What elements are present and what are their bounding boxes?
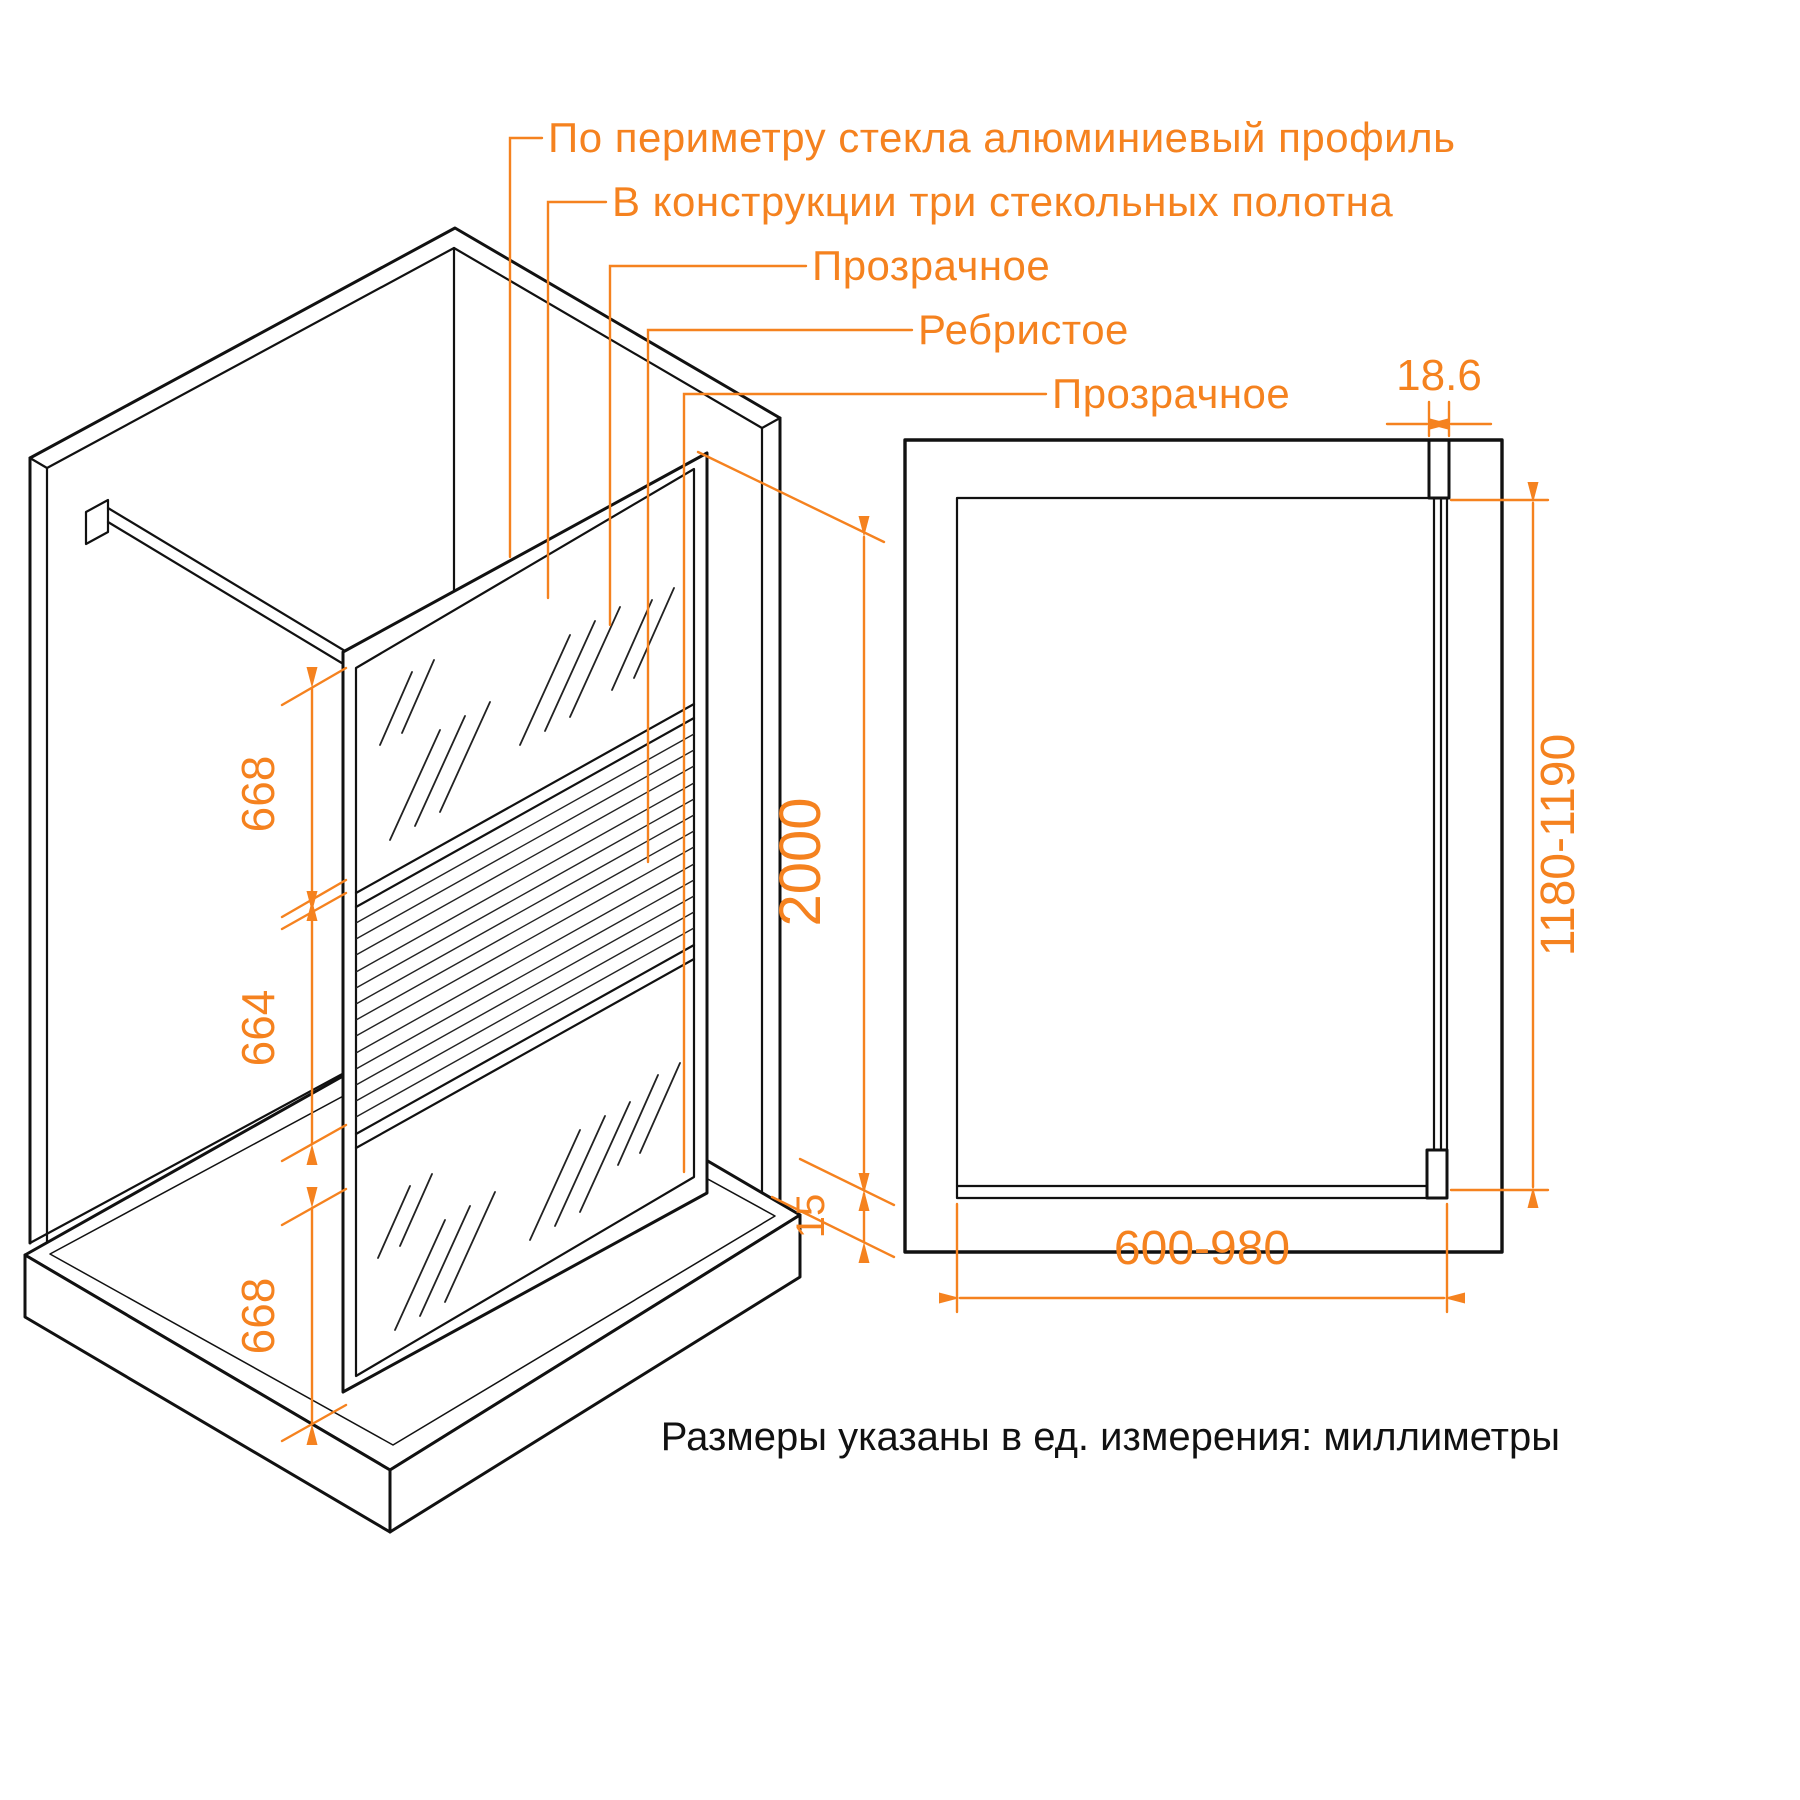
panel-frame-inner bbox=[354, 467, 696, 1378]
dim-text-thickness: 18.6 bbox=[1396, 351, 1482, 400]
plan-width-dimension: 600-980 bbox=[939, 1202, 1465, 1314]
dim-ext-thickness bbox=[1427, 400, 1451, 438]
plan-wall-bracket bbox=[1427, 438, 1451, 500]
wall-left-cap bbox=[28, 456, 49, 470]
glass-top-clear-hatch bbox=[379, 587, 675, 841]
callout-label-ribbed: Ребристое bbox=[918, 306, 1129, 353]
dim-text-base-profile: 15 bbox=[789, 1194, 833, 1239]
dim-text-section-top: 668 bbox=[232, 756, 284, 833]
plan-outer-outline bbox=[903, 438, 1504, 1254]
tray-side-right bbox=[388, 1213, 802, 1534]
dim-text-total-height: 2000 bbox=[768, 797, 833, 926]
panel-frame-outer bbox=[341, 451, 709, 1394]
callout-leaders bbox=[508, 136, 1048, 1174]
callout-label-three-panels: В конструкции три стекольных полотна bbox=[612, 178, 1393, 225]
dim-text-section-middle: 664 bbox=[232, 990, 284, 1067]
dim-tick-height-top bbox=[696, 450, 886, 544]
wall-right-cap bbox=[760, 416, 782, 430]
dim-tick-base-bottom bbox=[770, 1195, 896, 1259]
callout-labels: По периметру стекла алюминиевый профиль … bbox=[548, 114, 1456, 417]
leader-line-1 bbox=[508, 136, 544, 559]
divider-lower bbox=[354, 943, 696, 1150]
leader-line-5 bbox=[682, 392, 1048, 1174]
leader-line-4 bbox=[646, 328, 914, 864]
callout-label-clear-top: Прозрачное bbox=[812, 242, 1050, 289]
wall-top-outer-edge bbox=[28, 226, 782, 460]
glass-ribbed-section bbox=[355, 733, 695, 1118]
callout-label-profile: По периметру стекла алюминиевый профиль bbox=[548, 114, 1456, 161]
plan-view: 18.6 1180-1190 600-980 bbox=[903, 351, 1585, 1314]
dim-text-section-bottom: 668 bbox=[232, 1278, 284, 1355]
iso-section-dimensions: 668 664 668 bbox=[232, 666, 348, 1445]
plan-bar-length-dimension: 1180-1190 bbox=[1449, 482, 1585, 1208]
plan-thickness-dimension: 18.6 bbox=[1385, 351, 1493, 438]
callout-label-clear-bottom: Прозрачное bbox=[1052, 370, 1290, 417]
leader-line-2 bbox=[546, 200, 608, 600]
plan-inner-outline bbox=[955, 496, 1449, 1200]
iso-view: По периметру стекла алюминиевый профиль … bbox=[23, 114, 1456, 1534]
glass-panel bbox=[341, 451, 709, 1394]
dim-text-bar-length: 1180-1190 bbox=[1532, 734, 1585, 956]
plan-support-bar bbox=[1432, 496, 1443, 1154]
wall-mount-plate bbox=[84, 498, 110, 546]
support-bar-bottom-edge bbox=[106, 520, 352, 670]
glass-bottom-clear-hatch bbox=[377, 1062, 681, 1331]
iso-height-dimensions: 2000 15 bbox=[696, 450, 896, 1263]
dim-text-width: 600-980 bbox=[1114, 1222, 1290, 1275]
divider-upper bbox=[354, 702, 696, 909]
support-bar bbox=[84, 498, 352, 670]
units-note: Размеры указаны в ед. измерения: миллиме… bbox=[661, 1415, 1560, 1459]
plan-bar-end-block bbox=[1425, 1148, 1449, 1200]
leader-line-3 bbox=[608, 264, 808, 627]
support-bar-top-edge bbox=[106, 506, 352, 656]
dim-tick-base-top bbox=[798, 1157, 896, 1207]
